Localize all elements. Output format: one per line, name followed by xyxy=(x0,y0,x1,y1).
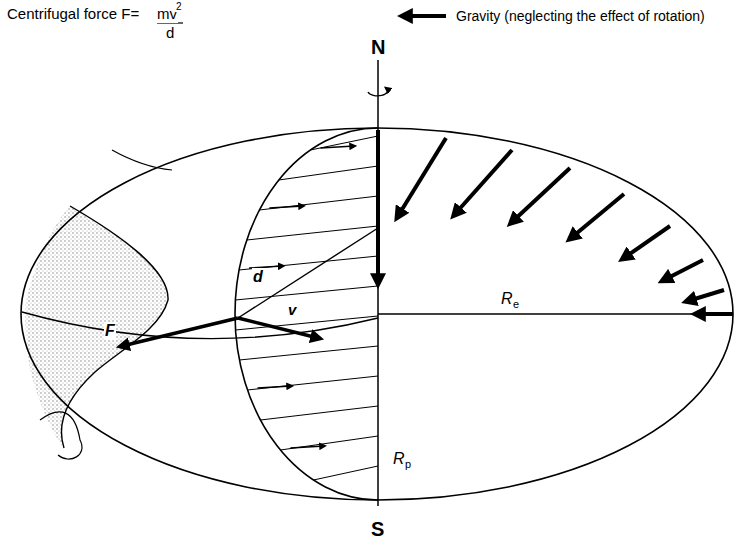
rotation-axis xyxy=(377,60,379,506)
pole-label: S xyxy=(370,518,385,540)
coastline xyxy=(40,412,82,459)
hatch-line xyxy=(259,196,378,210)
hatch-line xyxy=(248,376,379,390)
small-force-arrow xyxy=(258,386,292,388)
hatch-line xyxy=(280,436,378,450)
formula-text: Centrifugal force F= xyxy=(6,6,140,23)
distance-line xyxy=(238,228,378,318)
velocity-label: v xyxy=(287,302,297,319)
force-label: F xyxy=(104,322,116,340)
coastline xyxy=(112,150,172,170)
meridian xyxy=(235,128,378,500)
coastline xyxy=(61,206,168,448)
hatch-line xyxy=(261,406,379,420)
radius-subscript: p xyxy=(404,458,412,470)
hatch-line xyxy=(247,226,378,240)
gravity-arrows xyxy=(398,138,733,314)
hatch-line xyxy=(311,136,379,150)
rotation-arrow xyxy=(368,88,388,96)
formula-text: d xyxy=(165,25,175,42)
hatch-line xyxy=(235,286,378,300)
legend-text: Gravity (neglecting the effect of rotati… xyxy=(456,8,746,26)
distance-label: d xyxy=(252,268,264,286)
equator xyxy=(22,312,378,339)
earth-outline xyxy=(21,128,733,500)
hatch-line xyxy=(314,466,379,480)
radius-subscript: e xyxy=(512,298,520,310)
hatch-line xyxy=(279,166,378,180)
formula-exponent: 2 xyxy=(175,1,183,12)
small-force-arrow xyxy=(290,446,324,448)
hatching xyxy=(235,136,378,480)
pole-label: N xyxy=(370,36,386,58)
equatorial-radius xyxy=(378,313,733,314)
hatch-line xyxy=(239,346,378,360)
gravity-arrow xyxy=(376,130,380,282)
velocity-arrow xyxy=(238,318,318,338)
small-force-arrow xyxy=(321,146,355,148)
continent xyxy=(25,206,168,448)
fraction-bar xyxy=(157,22,183,23)
small-force-arrow xyxy=(269,206,303,208)
legend-arrow xyxy=(404,14,446,18)
centrifugal-arrow xyxy=(122,318,238,346)
